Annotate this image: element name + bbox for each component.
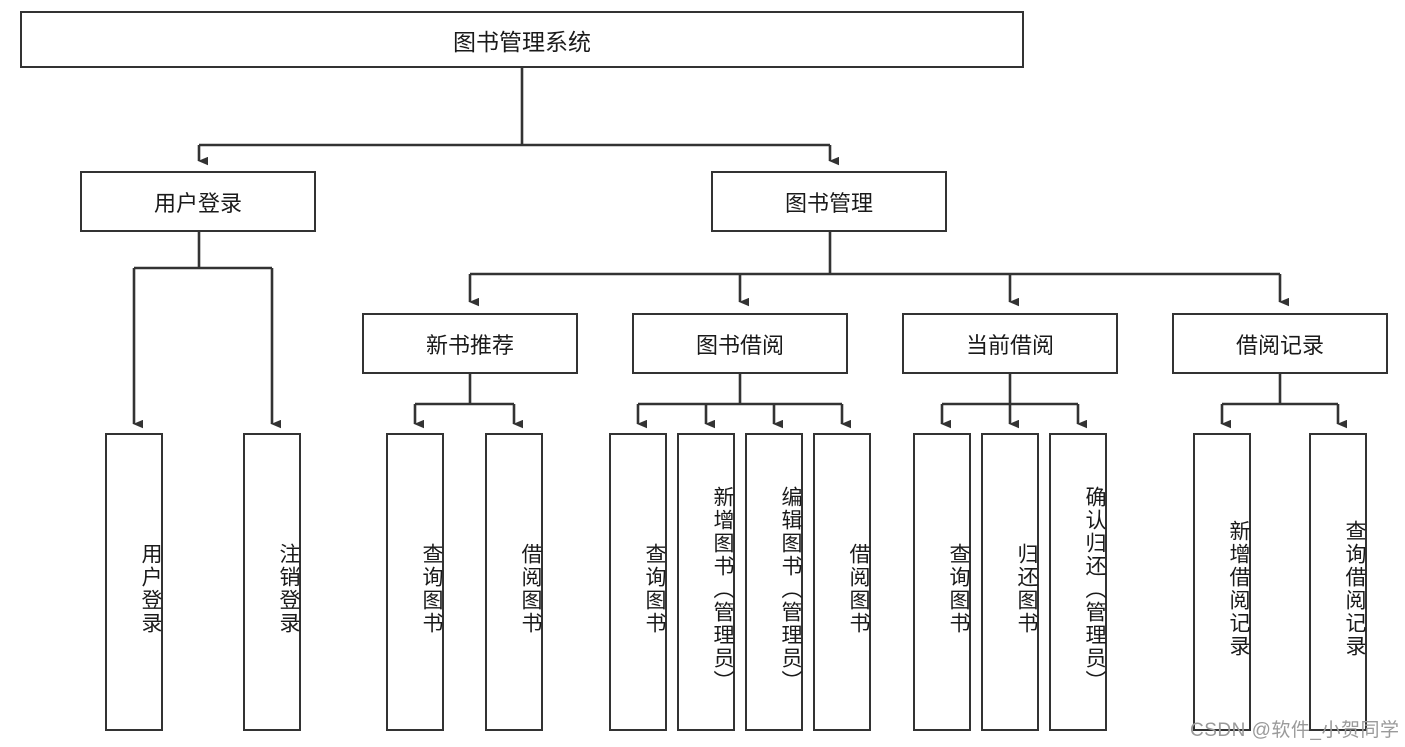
leaf-label: 新增图书（管理员） [711, 485, 734, 693]
leaf-label: 归还图书 [1015, 543, 1038, 635]
node-user-login[interactable]: 用户登录 [80, 171, 316, 232]
node-root-label: 图书管理系统 [453, 28, 591, 55]
node-book-borrow[interactable]: 图书借阅 [632, 313, 848, 374]
leaf-borrow-add-book[interactable]: 新增图书（管理员） [677, 433, 735, 731]
leaf-current-confirm-return[interactable]: 确认归还（管理员） [1049, 433, 1107, 731]
leaf-label: 注销登录 [277, 543, 300, 635]
node-book-management-label: 图书管理 [784, 190, 873, 216]
leaf-current-return-book[interactable]: 归还图书 [981, 433, 1039, 731]
leaf-label: 借阅图书 [519, 543, 542, 635]
leaf-label: 查询图书 [643, 543, 666, 635]
leaf-label: 查询图书 [420, 543, 443, 635]
leaf-borrow-borrow-book[interactable]: 借阅图书 [813, 433, 871, 731]
node-book-management[interactable]: 图书管理 [711, 171, 947, 232]
leaf-label: 查询图书 [947, 543, 970, 635]
node-borrow-record-label: 借阅记录 [1235, 332, 1324, 358]
leaf-label: 借阅图书 [847, 543, 870, 635]
leaf-recommend-borrow-book[interactable]: 借阅图书 [485, 433, 543, 731]
leaf-user-login-logout[interactable]: 注销登录 [243, 433, 301, 731]
leaf-borrow-edit-book[interactable]: 编辑图书（管理员） [745, 433, 803, 731]
leaf-record-add-record[interactable]: 新增借阅记录 [1193, 433, 1251, 731]
node-new-book-recommend[interactable]: 新书推荐 [362, 313, 578, 374]
leaf-label: 查询借阅记录 [1343, 520, 1366, 658]
node-current-borrow-label: 当前借阅 [965, 332, 1054, 358]
leaf-borrow-query-book[interactable]: 查询图书 [609, 433, 667, 731]
node-book-borrow-label: 图书借阅 [695, 332, 784, 358]
node-user-login-label: 用户登录 [153, 190, 242, 216]
node-borrow-record[interactable]: 借阅记录 [1172, 313, 1388, 374]
node-current-borrow[interactable]: 当前借阅 [902, 313, 1118, 374]
leaf-record-query-record[interactable]: 查询借阅记录 [1309, 433, 1367, 731]
node-new-book-recommend-label: 新书推荐 [425, 332, 514, 358]
leaf-label: 确认归还（管理员） [1083, 485, 1106, 693]
leaf-current-query-book[interactable]: 查询图书 [913, 433, 971, 731]
leaf-user-login-login[interactable]: 用户登录 [105, 433, 163, 731]
leaf-label: 新增借阅记录 [1227, 520, 1250, 658]
csdn-watermark: CSDN @软件_小贺同学 [1190, 720, 1400, 741]
node-root[interactable]: 图书管理系统 [20, 11, 1024, 68]
leaf-label: 编辑图书（管理员） [779, 485, 802, 693]
leaf-recommend-query-book[interactable]: 查询图书 [386, 433, 444, 731]
leaf-label: 用户登录 [139, 543, 162, 635]
